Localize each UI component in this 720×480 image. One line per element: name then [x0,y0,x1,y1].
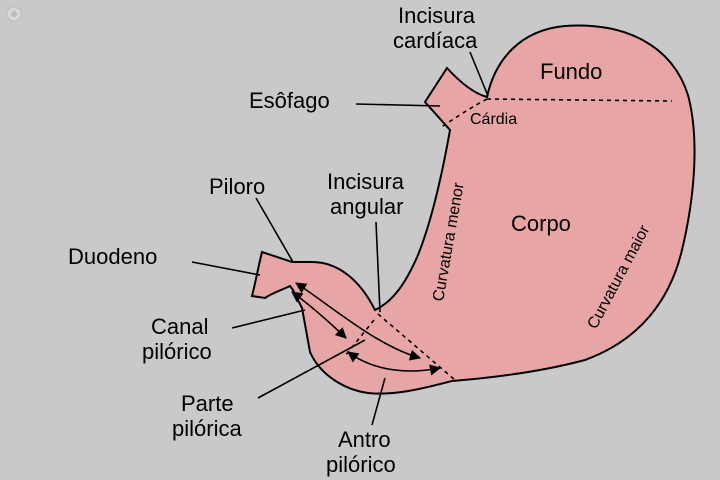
fundo-label: Fundo [540,59,602,84]
esofago-label: Esôfago [249,88,330,113]
cardia-label: Cárdia [470,111,517,128]
fundus-boundary-dashed [486,98,673,102]
antro-pilorico-label-line2: pilórico [326,452,396,477]
canal-piloric-label-line1: Canal [151,314,208,339]
corpo-label: Corpo [511,211,571,236]
duodeno-label: Duodeno [68,244,157,269]
logo-mark-icon [6,6,22,22]
incisura-angular-label-line1: Incisura [327,169,405,194]
leader-lines [191,51,489,426]
parte-pilorica-label-line1: Parte [181,391,234,416]
antro-arrow [347,351,442,376]
leader-incisura-angular [375,221,381,313]
leader-piloro [255,197,294,263]
leader-canal [231,309,306,329]
leader-antro [371,377,386,426]
parte-pilorica-label-line2: pilórica [172,416,242,441]
incisura-angular-label-line2: angular [330,194,403,219]
leader-esofago [355,103,441,107]
leader-duodeno [191,261,261,276]
stomach-outline [250,24,696,395]
leader-incisura-cardiaca [469,51,489,97]
incisura-cardiaca-label-line2: cardíaca [393,28,478,53]
incisura-cardiaca-label-line1: Incisura [398,3,476,28]
canal-piloric-label-line2: pilórico [142,339,212,364]
leader-parte [257,339,366,399]
antro-pilorico-label-line1: Antro [338,427,391,452]
cardia-boundary-dashed [439,98,488,129]
piloro-label: Piloro [209,174,265,199]
